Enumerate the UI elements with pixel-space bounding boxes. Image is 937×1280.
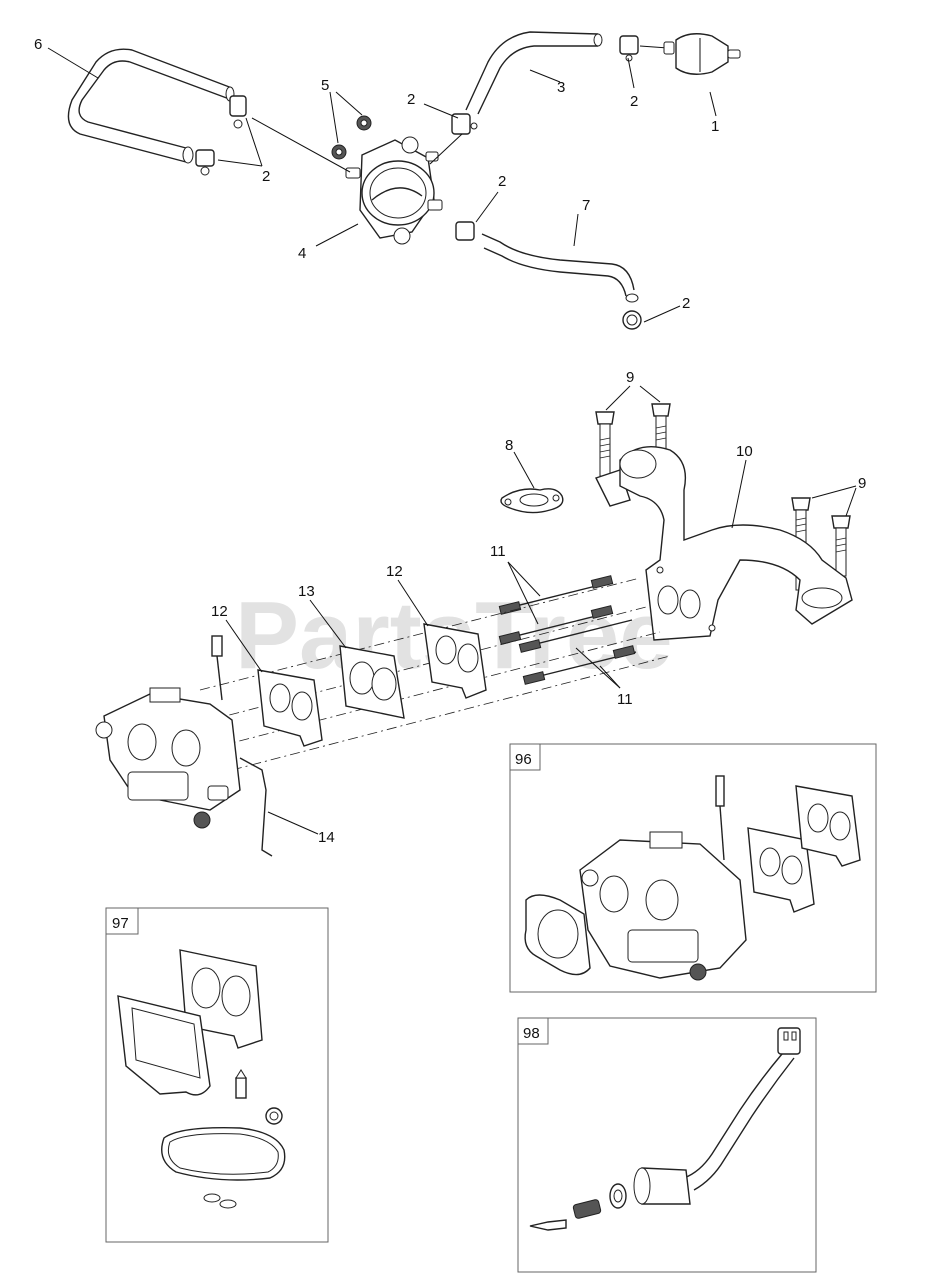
kit-97-gasket-b[interactable] xyxy=(117,995,211,1096)
part-5-screw-a[interactable] xyxy=(331,144,347,160)
kit-98-washer[interactable] xyxy=(609,1183,627,1209)
kit-96-label: 96 xyxy=(515,751,532,768)
kit-98-spring[interactable] xyxy=(572,1199,602,1219)
part-9-bolt-d[interactable] xyxy=(831,515,851,577)
kit-98-panel xyxy=(517,1017,817,1273)
callout-3: 3 xyxy=(557,79,565,96)
part-2-clamp-c[interactable] xyxy=(451,113,478,135)
callout-2: 2 xyxy=(682,295,690,312)
kit-96-gasket-c[interactable] xyxy=(795,785,861,867)
kit-97-tag xyxy=(105,907,139,935)
kit-98-tag xyxy=(517,1017,549,1045)
kit-98-plunger[interactable] xyxy=(529,1219,567,1231)
callout-9: 9 xyxy=(858,475,866,492)
callout-1: 1 xyxy=(711,118,719,135)
kit-97-washer[interactable] xyxy=(265,1107,283,1125)
part-2-clamp-b[interactable] xyxy=(195,149,215,176)
part-2-clamp-f[interactable] xyxy=(622,293,642,330)
callout-14: 14 xyxy=(318,829,335,846)
part-10-intake-manifold[interactable] xyxy=(595,446,853,641)
callout-11: 11 xyxy=(490,543,506,560)
callout-4: 4 xyxy=(298,245,306,262)
part-2-clamp-e[interactable] xyxy=(455,221,475,241)
kit-97-label: 97 xyxy=(112,915,129,932)
part-12-gasket-right[interactable] xyxy=(423,623,487,699)
kit-97-needle-valve[interactable] xyxy=(235,1069,247,1099)
kit-96-tag xyxy=(509,743,541,771)
callout-7: 7 xyxy=(582,197,590,214)
part-11-stud-d[interactable] xyxy=(522,645,637,685)
part-9-bolt-b[interactable] xyxy=(651,403,671,457)
carburetor-assembly[interactable] xyxy=(95,635,241,829)
callout-2: 2 xyxy=(407,91,415,108)
kit-96-carburetor[interactable] xyxy=(579,775,747,981)
part-9-bolt-a[interactable] xyxy=(595,411,615,477)
callout-10: 10 xyxy=(736,443,753,460)
part-13-spacer[interactable] xyxy=(339,645,405,719)
callout-5: 5 xyxy=(321,77,329,94)
callout-2: 2 xyxy=(498,173,506,190)
part-14-link-rod[interactable] xyxy=(239,757,273,857)
part-1-fuel-filter[interactable] xyxy=(639,33,741,75)
part-5-screw-b[interactable] xyxy=(356,115,372,131)
callout-12: 12 xyxy=(211,603,228,620)
part-3-fuel-hose[interactable] xyxy=(465,31,603,115)
part-11-stud-b[interactable] xyxy=(498,605,614,645)
callout-8: 8 xyxy=(505,437,513,454)
kit-96-gasket-a[interactable] xyxy=(524,894,591,976)
part-2-clamp-d[interactable] xyxy=(619,35,639,62)
part-11-stud-a[interactable] xyxy=(498,575,614,615)
part-6-fuel-hose[interactable] xyxy=(67,48,235,164)
callout-11: 11 xyxy=(617,691,633,708)
part-11-stud-c[interactable] xyxy=(518,619,633,653)
callout-2: 2 xyxy=(262,168,270,185)
part-12-gasket-left[interactable] xyxy=(257,669,323,747)
kit-96-gasket-b[interactable] xyxy=(747,827,815,913)
callout-6: 6 xyxy=(34,36,42,53)
kit-97-bowl-gasket[interactable] xyxy=(161,1127,286,1181)
callout-2: 2 xyxy=(630,93,638,110)
callout-12: 12 xyxy=(386,563,403,580)
part-7-fuel-hose[interactable] xyxy=(481,233,635,297)
kit-98-label: 98 xyxy=(523,1025,540,1042)
kit-97-o-rings[interactable] xyxy=(203,1193,237,1209)
kit-98-fuel-solenoid[interactable] xyxy=(633,1027,801,1205)
callout-13: 13 xyxy=(298,583,315,600)
part-2-clamp-a[interactable] xyxy=(229,95,247,129)
callout-9: 9 xyxy=(626,369,634,386)
part-4-fuel-pump[interactable] xyxy=(345,136,443,245)
part-8-gasket[interactable] xyxy=(500,488,564,514)
